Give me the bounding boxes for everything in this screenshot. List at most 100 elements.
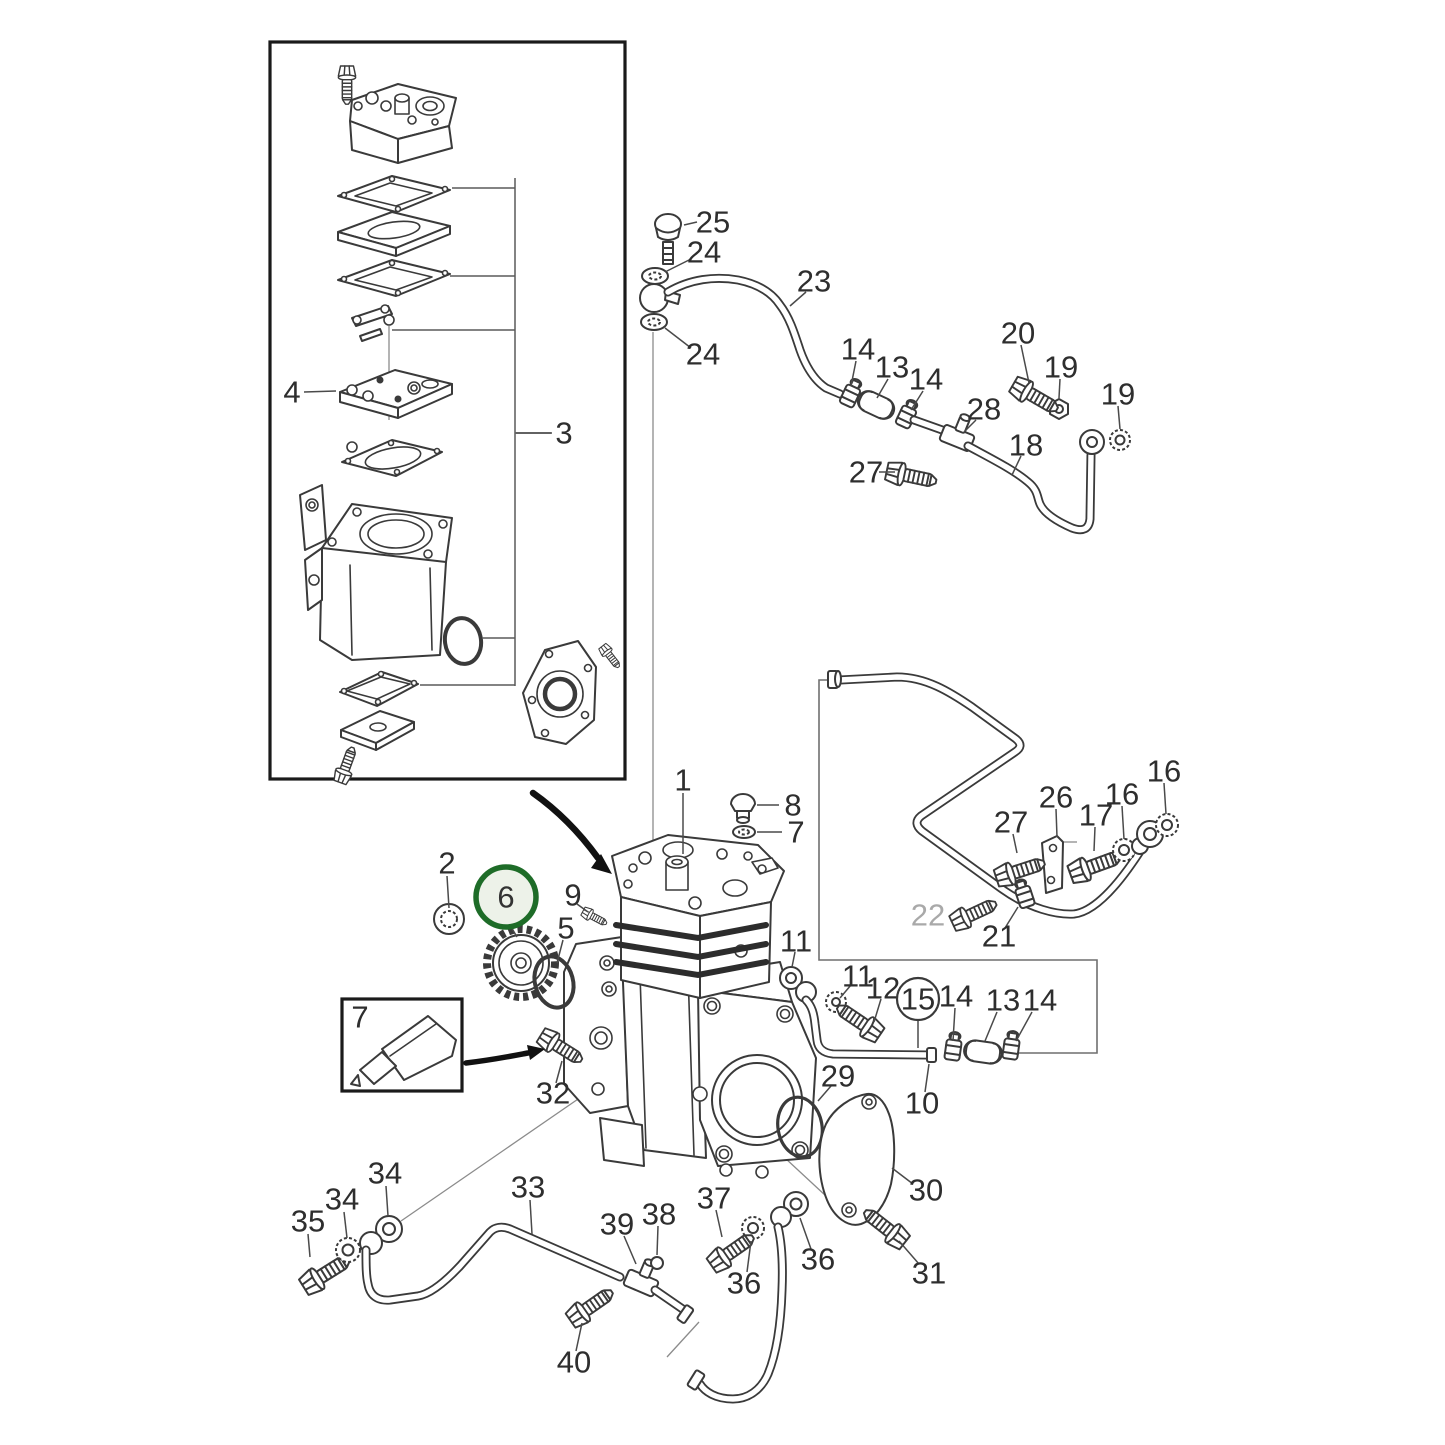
part-label-14: 14 (909, 362, 943, 397)
part-label-16: 16 (1147, 754, 1181, 789)
part-label-34: 34 (368, 1156, 402, 1191)
part-leader-17 (1093, 826, 1096, 852)
reference-frame (818, 679, 1098, 1054)
circled-label-ring (895, 976, 941, 1022)
part-label-37: 37 (697, 1181, 731, 1216)
part-leader-24 (664, 327, 692, 349)
framed-pipe-assembly (827, 670, 1179, 935)
inset-detail-box (268, 40, 627, 787)
part-label-32: 32 (536, 1076, 570, 1111)
part-leader-25 (683, 221, 698, 226)
gear (483, 925, 559, 1001)
lower-hose-assembly (779, 966, 1022, 1067)
part-leader-13 (876, 378, 889, 399)
part-label-38: 38 (642, 1197, 676, 1232)
bottom-pipe-assembly (296, 1215, 695, 1324)
part-leader-40 (575, 1322, 583, 1352)
part-label-7: 7 (351, 1000, 368, 1035)
part-label-23: 23 (797, 264, 831, 299)
part-label-2: 2 (438, 846, 455, 881)
part-label-18: 18 (1009, 428, 1043, 463)
part-label-1: 1 (674, 763, 691, 798)
part-leader-14 (910, 390, 924, 411)
part-label-17: 17 (1079, 798, 1113, 833)
part-leader-12 (873, 998, 882, 1023)
part-label-13: 13 (986, 983, 1020, 1018)
part-label-14: 14 (1023, 983, 1057, 1018)
drive-gear-group (433, 903, 576, 1010)
sealant-box (340, 997, 545, 1093)
part-label-24: 24 (686, 337, 720, 372)
part-label-13: 13 (875, 350, 909, 385)
part-leader-39 (623, 1235, 637, 1265)
part-label-9: 9 (564, 878, 581, 913)
part-leader-36 (799, 1217, 812, 1250)
part-label-11: 11 (842, 959, 874, 994)
part-leader-5 (556, 939, 564, 964)
part-leader-34 (343, 1211, 348, 1239)
part-leader-19 (1058, 378, 1061, 399)
part-leader-38 (656, 1225, 659, 1256)
part-leader-34 (385, 1185, 389, 1217)
return-hose-assembly (563, 1191, 809, 1399)
part-label-14: 14 (841, 332, 875, 367)
part-leader-14 (1015, 1011, 1033, 1042)
part-leader-29 (817, 1085, 832, 1102)
part-label-19: 19 (1044, 350, 1078, 385)
part-leader-9 (576, 903, 589, 913)
part-leader-30 (891, 1167, 914, 1185)
cover-plate-group (776, 1092, 913, 1253)
part-leader-16 (1121, 805, 1125, 840)
part-leader-37 (715, 1209, 723, 1238)
part-label-19: 19 (1101, 377, 1135, 412)
part-leader-33 (529, 1199, 533, 1235)
part-label-25: 25 (696, 205, 730, 240)
part-leader-21 (1004, 906, 1019, 929)
part-leader-28 (963, 419, 977, 433)
part-label-27: 27 (849, 455, 883, 490)
part-leader-27 (1012, 833, 1018, 854)
part-label-6: 6 (497, 880, 514, 915)
part-label-35: 35 (291, 1204, 325, 1239)
part-label-24: 24 (687, 235, 721, 270)
part-label-39: 39 (600, 1207, 634, 1242)
part-leader-16 (1163, 782, 1167, 815)
bracket-3-lines (392, 178, 551, 686)
part-leader-4 (303, 390, 337, 393)
part-label-8: 8 (784, 788, 801, 823)
part-leader-18 (1011, 455, 1022, 476)
part-leader-19 (1117, 405, 1121, 430)
part-label-22: 22 (911, 898, 945, 933)
part-label-10: 10 (905, 1086, 939, 1121)
part-leader-11 (791, 951, 796, 968)
part-label-16: 16 (1105, 777, 1139, 812)
part-leader-23 (789, 291, 807, 307)
discharge-pipe-assembly (639, 213, 1131, 530)
part-label-34: 34 (325, 1182, 359, 1217)
compressor-assembly (534, 793, 817, 1179)
part-label-36: 36 (801, 1242, 835, 1277)
part-label-36: 36 (727, 1266, 761, 1301)
part-leader-14 (850, 360, 857, 387)
part-label-28: 28 (967, 392, 1001, 427)
highlight-circle (473, 864, 539, 930)
part-label-27: 27 (994, 805, 1028, 840)
arrow-to-compressor (529, 789, 612, 874)
part-leader-24 (664, 258, 692, 273)
part-leader-35 (307, 1233, 311, 1258)
part-label-5: 5 (557, 911, 574, 946)
part-label-15: 15 (901, 982, 935, 1017)
part-leader-26 (1055, 808, 1058, 838)
part-label-40: 40 (557, 1345, 591, 1380)
part-leader-20 (1020, 344, 1030, 384)
part-label-30: 30 (909, 1173, 943, 1208)
part-leader-10 (924, 1063, 930, 1093)
part-label-31: 31 (912, 1256, 946, 1291)
part-label-7: 7 (787, 815, 804, 850)
part-label-4: 4 (283, 375, 300, 410)
part-label-3: 3 (555, 416, 572, 451)
part-label-11: 11 (780, 924, 812, 959)
